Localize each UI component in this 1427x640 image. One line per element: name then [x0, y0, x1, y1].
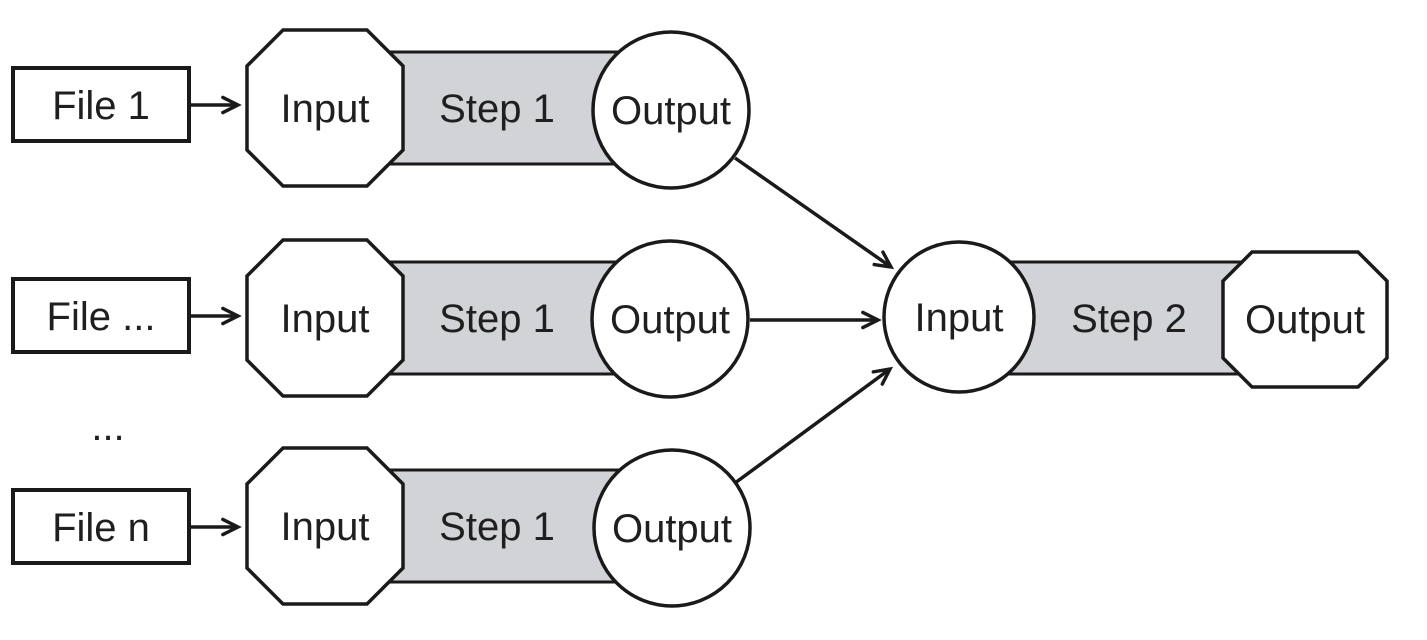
input-octagon [245, 28, 405, 188]
input-label: Input [281, 87, 370, 131]
file-label: File n [52, 506, 150, 550]
output-label: Output [612, 507, 732, 551]
input-circle [882, 240, 1036, 394]
pipeline-stage-2: Input Step 2 Output [882, 240, 1389, 394]
merge-arrows [733, 156, 895, 485]
file-box [11, 66, 191, 143]
file-label: File ... [47, 295, 156, 339]
output-circle [591, 30, 751, 190]
step-label: Step 2 [1071, 297, 1187, 341]
output1-to-input-arrow [733, 156, 895, 270]
output3-to-input-arrow [733, 366, 894, 485]
pipeline-row-2: File ... Input Step 1 Output [11, 238, 750, 399]
step-label: Step 1 [439, 505, 555, 549]
pipeline-row-3: File n Input Step 1 Output [11, 446, 752, 608]
input-octagon [245, 238, 405, 398]
input-label: Input [281, 297, 370, 341]
output-label: Output [611, 89, 731, 133]
rows-ellipsis: ... [91, 405, 124, 449]
file-label: File 1 [52, 84, 150, 128]
pipeline-row-1: File 1 Input Step 1 Output [11, 28, 751, 190]
output-label: Output [610, 298, 730, 342]
file-box [11, 488, 191, 565]
input-label: Input [281, 505, 370, 549]
output-circle [590, 239, 750, 399]
step-label: Step 1 [439, 87, 555, 131]
output-circle [592, 448, 752, 608]
input-label: Input [915, 296, 1004, 340]
output-label: Output [1245, 298, 1365, 342]
input-octagon [245, 446, 405, 606]
output-octagon [1221, 250, 1389, 389]
file-box [11, 277, 191, 354]
step-label: Step 1 [439, 297, 555, 341]
